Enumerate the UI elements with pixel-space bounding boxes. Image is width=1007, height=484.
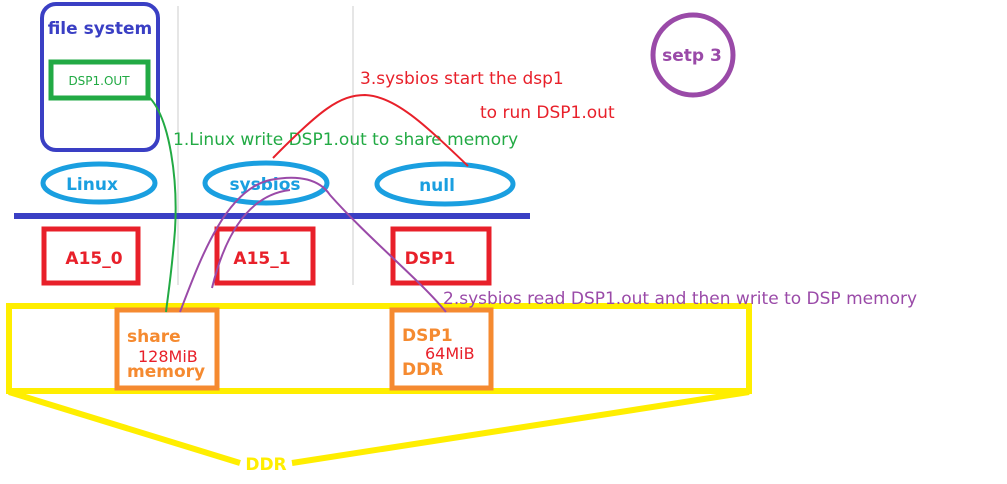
null-ellipse xyxy=(374,161,516,207)
ddr-block xyxy=(6,303,752,394)
step2-arrow xyxy=(179,176,447,313)
step3-label-2: to run DSP1.out xyxy=(480,103,615,123)
step3-label-1: 3.sysbios start the dsp1 xyxy=(360,69,564,89)
ddr-bracket-left xyxy=(8,389,241,466)
dsp1-ddr-size: 64MiB xyxy=(425,344,475,363)
sysbios-ellipse xyxy=(202,160,330,206)
linux-label: Linux xyxy=(66,175,118,195)
dsp1-ddr-box xyxy=(389,307,494,391)
share-memory-size: 128MiB xyxy=(138,347,198,366)
step2-label: 2.sysbios read DSP1.out and then write t… xyxy=(443,289,917,309)
step-badge-label: setp 3 xyxy=(662,46,722,66)
step-badge-circle xyxy=(650,12,736,98)
share-memory-label-2: memory xyxy=(127,362,205,382)
file-system-box xyxy=(40,2,160,152)
step2-arrow-secondary xyxy=(211,189,291,289)
step1-arrow xyxy=(149,97,177,313)
a15-1-label: A15_1 xyxy=(233,249,290,269)
ddr-label: DDR xyxy=(245,455,286,475)
linux-ellipse xyxy=(40,161,158,205)
dsp1-core-box xyxy=(390,226,492,286)
null-label: null xyxy=(419,176,455,196)
a15-1-box xyxy=(214,226,316,286)
share-memory-label-1: share xyxy=(127,327,181,347)
step3-arrow xyxy=(272,93,469,167)
file-system-title: file system xyxy=(48,19,153,39)
step1-label: 1.Linux write DSP1.out to share memory xyxy=(173,130,518,150)
ddr-bracket-right xyxy=(291,389,750,466)
dsp1-out-file-label: DSP1.OUT xyxy=(68,74,130,88)
a15-0-label: A15_0 xyxy=(65,249,122,269)
a15-0-box xyxy=(41,226,141,286)
dsp1-core-label: DSP1 xyxy=(405,249,456,269)
dsp1-ddr-label-1: DSP1 xyxy=(402,326,453,346)
dsp1-out-file-box xyxy=(48,59,151,101)
dsp1-ddr-label-2: DDR xyxy=(402,360,443,380)
